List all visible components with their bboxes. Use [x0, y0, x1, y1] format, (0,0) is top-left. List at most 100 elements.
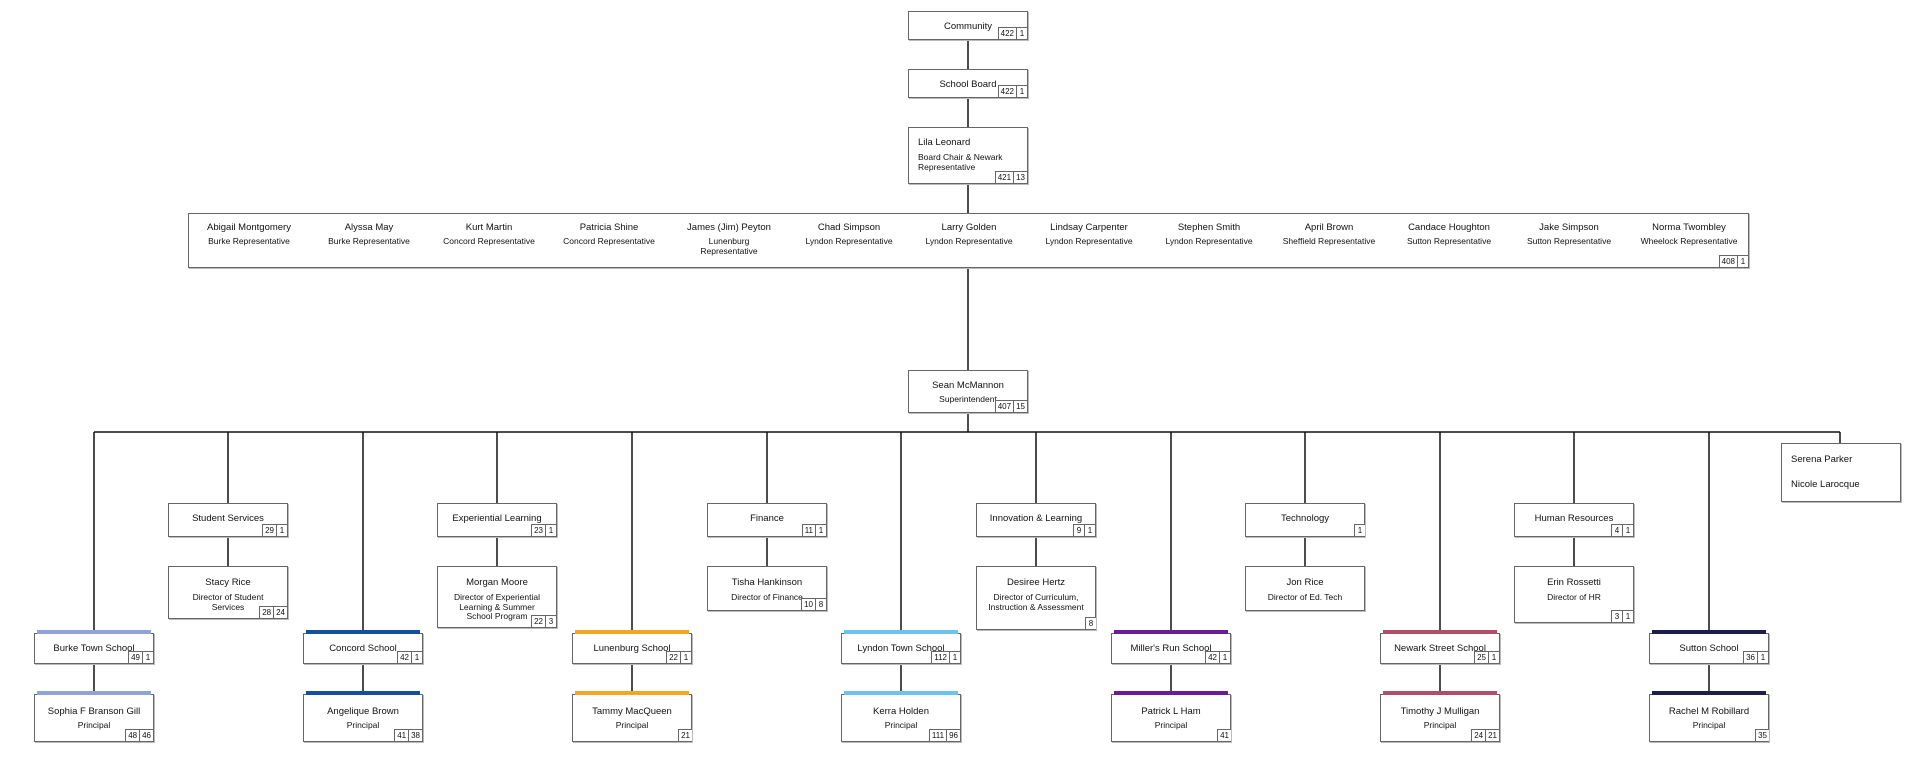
principal-title: Principal	[884, 720, 918, 730]
member-name: Jake Simpson	[1539, 222, 1599, 233]
member-name: Candace Houghton	[1408, 222, 1490, 233]
principal-name: Angelique Brown	[327, 706, 399, 717]
school-color-bar	[1652, 691, 1766, 695]
school-color-bar	[1383, 691, 1497, 695]
member-title: Lyndon Representative	[805, 236, 893, 246]
member-title: Sutton Representative	[1526, 236, 1612, 246]
school-color-bar	[1114, 691, 1228, 695]
member-title: Lyndon Representative	[1045, 236, 1133, 246]
member-name: Patricia Shine	[579, 222, 639, 233]
department-node[interactable]: Technology 1	[1245, 503, 1365, 537]
principal-name: Tammy MacQueen	[592, 706, 672, 717]
member-title: Burke Representative	[328, 236, 410, 246]
director-name: Jon Rice	[1286, 577, 1324, 588]
principal-title: Principal	[1692, 720, 1726, 730]
school-name: Lyndon Town School	[857, 643, 945, 654]
director-title: Director of Ed. Tech	[1267, 592, 1343, 602]
school-name: Concord School	[329, 643, 397, 654]
member-name: Chad Simpson	[817, 222, 881, 233]
department-name: Innovation & Learning	[989, 513, 1083, 524]
member-name: Kurt Martin	[465, 222, 513, 233]
school-color-bar	[37, 630, 151, 634]
principal-title: Principal	[615, 720, 649, 730]
member-title: Burke Representative	[208, 236, 290, 246]
member-name: Lindsay Carpenter	[1050, 222, 1128, 233]
director-node[interactable]: Desiree Hertz Director of Curriculum, In…	[976, 566, 1096, 630]
assistants-node[interactable]: Serena Parker Nicole Larocque	[1781, 443, 1901, 502]
member-name: Larry Golden	[941, 222, 997, 233]
member-name: April Brown	[1304, 222, 1354, 233]
school-color-bar	[306, 691, 420, 695]
director-node[interactable]: Morgan Moore Director of Experiential Le…	[437, 566, 557, 628]
department-name: Finance	[750, 513, 784, 524]
principal-title: Principal	[346, 720, 380, 730]
principal-node[interactable]: Tammy MacQueen Principal 21	[572, 691, 692, 742]
community-label: Community	[943, 21, 993, 32]
school-color-bar	[37, 691, 151, 695]
count-badges: 8	[1085, 617, 1096, 630]
school-color-bar	[306, 630, 420, 634]
department-name: Human Resources	[1534, 513, 1614, 524]
member-title: Lyndon Representative	[1165, 236, 1253, 246]
director-name: Desiree Hertz	[1006, 577, 1066, 588]
board-chair-node[interactable]: Lila Leonard Board Chair & Newark Repres…	[908, 127, 1028, 184]
director-node[interactable]: Stacy Rice Director of Student Services …	[168, 566, 288, 619]
director-node[interactable]: Jon Rice Director of Ed. Tech	[1245, 566, 1365, 611]
principal-name: Patrick L Ham	[1141, 706, 1201, 717]
member-title: Concord Representative	[563, 236, 655, 246]
school-color-bar	[844, 691, 958, 695]
principal-name: Sophia F Branson Gill	[47, 706, 141, 717]
principal-node[interactable]: Patrick L Ham Principal 41	[1111, 691, 1231, 742]
principal-node[interactable]: Rachel M Robillard Principal 35	[1649, 691, 1769, 742]
school-board-label: School Board	[939, 79, 997, 90]
